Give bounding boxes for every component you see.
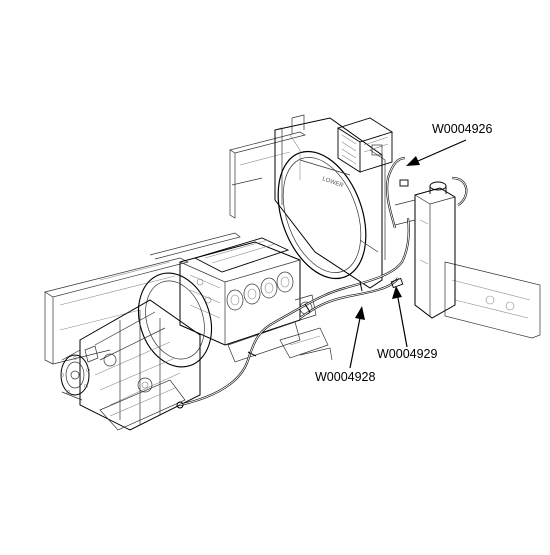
svg-text:LOWER: LOWER xyxy=(321,176,344,189)
callout-leader-w0004926 xyxy=(417,139,467,162)
callout-label-w0004928: W0004928 xyxy=(315,370,376,384)
arrowhead-icon xyxy=(406,156,420,166)
transmission xyxy=(60,272,212,431)
callout-label-w0004929: W0004929 xyxy=(377,347,438,361)
arrowhead-icon xyxy=(355,306,365,320)
callout-leader-w0004928 xyxy=(349,317,361,369)
callout-leader-w0004929 xyxy=(397,297,408,348)
radiator-assembly: LOWER xyxy=(274,114,394,289)
callout-label-w0004926: W0004926 xyxy=(432,122,493,136)
mount-brackets xyxy=(279,327,333,361)
surge-tank-column xyxy=(394,176,468,319)
chassis-frame-rails xyxy=(44,131,541,365)
control-module xyxy=(336,117,394,173)
arrowhead-icon xyxy=(392,286,402,299)
cooler-lines xyxy=(176,156,410,409)
callout-arrows xyxy=(349,139,467,369)
